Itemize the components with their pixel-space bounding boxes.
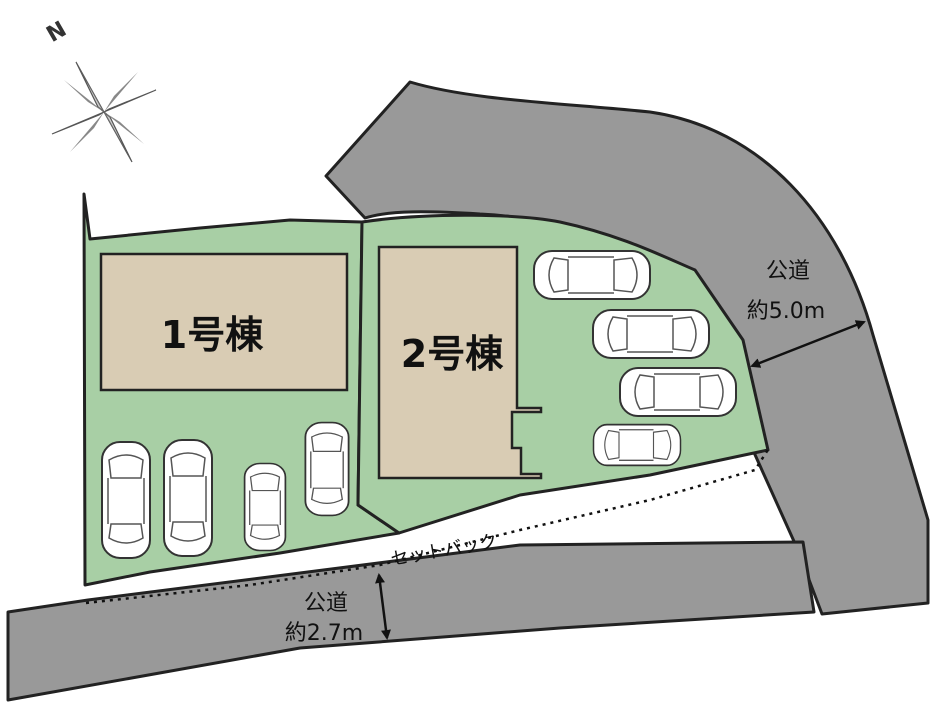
- building-1-label: 1号棟: [161, 313, 264, 357]
- building-2-label: 2号棟: [401, 332, 504, 376]
- south-road: [6, 540, 816, 702]
- east-road-width: 約5.0m: [747, 299, 825, 324]
- building-2: [377, 245, 543, 480]
- east-road-width-arrow: [750, 320, 866, 368]
- south-road-width-arrow: [375, 573, 391, 640]
- parking-car: [101, 441, 151, 559]
- compass-rose-icon: [51, 61, 157, 163]
- parking-car: [592, 423, 682, 467]
- east-road-name: 公道: [766, 259, 810, 284]
- building-1: [99, 252, 349, 392]
- compass-north-label: N: [43, 17, 71, 48]
- south-road-name: 公道: [304, 591, 348, 616]
- parking-car: [304, 421, 350, 517]
- south-road-width: 約2.7m: [285, 621, 363, 646]
- parking-car: [243, 462, 287, 552]
- setback-line: [85, 447, 771, 605]
- parking-car: [163, 439, 213, 557]
- parking-car: [533, 250, 651, 300]
- parking-car: [619, 367, 737, 417]
- parking-car: [592, 309, 710, 359]
